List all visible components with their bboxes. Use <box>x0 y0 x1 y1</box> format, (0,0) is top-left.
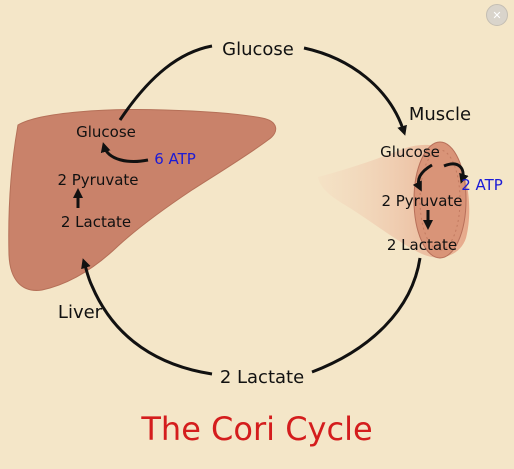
close-button[interactable]: ✕ <box>486 4 508 26</box>
arrow-bottom-lactate-to-liver <box>81 258 213 376</box>
close-icon: ✕ <box>492 8 502 22</box>
liver-glucose-label: Glucose <box>76 123 136 141</box>
liver-title: Liver <box>58 302 103 323</box>
muscle-pyruvate-label: 2 Pyruvate <box>381 192 462 210</box>
liver-shape <box>8 109 277 291</box>
arrow-liver-to-top-glucose <box>118 44 213 121</box>
arrow-muscle-to-bottom-lactate <box>311 257 422 374</box>
muscle-fiber-texture <box>419 149 461 251</box>
arrow-muscle-glucose-to-pyruvate <box>412 163 433 192</box>
muscle-atp-label: 2 ATP <box>461 176 503 194</box>
liver-pyruvate-label: 2 Pyruvate <box>57 171 138 189</box>
muscle-lactate-label: 2 Lactate <box>387 236 457 254</box>
liver-atp-label: 6 ATP <box>154 150 196 168</box>
top-glucose-label: Glucose <box>222 39 294 60</box>
caption-title: The Cori Cycle <box>140 410 372 448</box>
arrow-muscle-atp <box>443 162 469 184</box>
bottom-lactate-label: 2 Lactate <box>220 367 304 388</box>
arrow-top-glucose-to-muscle <box>303 46 407 136</box>
liver-lactate-label: 2 Lactate <box>61 213 131 231</box>
muscle-glucose-label: Glucose <box>380 143 440 161</box>
muscle-title: Muscle <box>409 104 471 125</box>
arrow-liver-atp-to-glucose <box>100 142 149 163</box>
